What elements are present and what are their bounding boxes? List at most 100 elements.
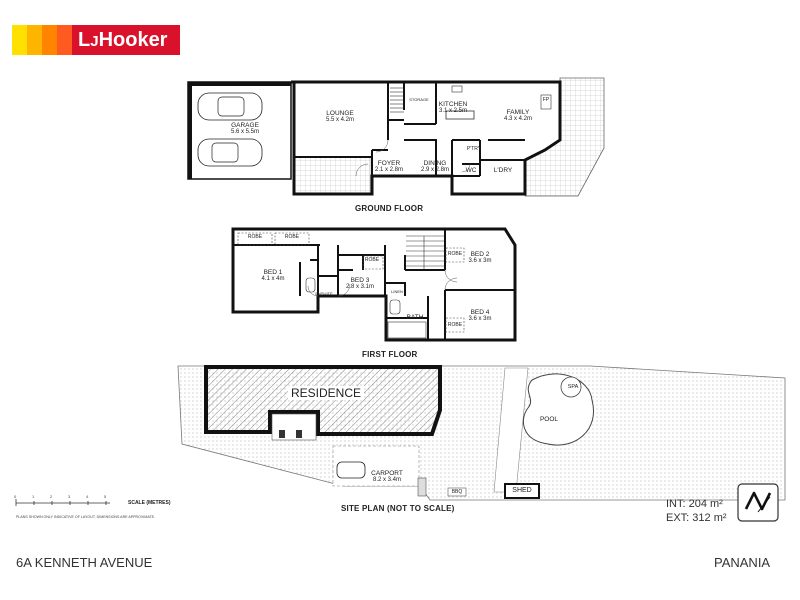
room-fp: FP bbox=[543, 97, 549, 104]
scale-tick: 5 bbox=[104, 494, 107, 499]
scale-tick: 1 bbox=[32, 494, 35, 499]
room-foyer: FOYER 2.1 x 2.8m bbox=[375, 160, 403, 174]
room-storage: STORAGE bbox=[409, 96, 429, 103]
room-name: ROBE bbox=[247, 234, 263, 240]
room-name: LINEN bbox=[391, 289, 403, 294]
logo-name: Hooker bbox=[98, 29, 168, 51]
room-name: DINING bbox=[423, 160, 447, 167]
room-robe-4: ROBE bbox=[448, 251, 462, 258]
room-name: BATH bbox=[406, 314, 424, 321]
logo-letter-l: L bbox=[78, 29, 91, 51]
room-linen: LINEN bbox=[391, 288, 403, 295]
room-name: P'TRY bbox=[466, 146, 482, 152]
room-name: FP bbox=[542, 97, 550, 103]
site-plan-title: SITE PLAN (NOT TO SCALE) bbox=[341, 504, 455, 513]
rear-deck bbox=[524, 77, 605, 197]
room-dim: 3.1 x 2.5m bbox=[438, 108, 467, 114]
room-robe-5: ROBE bbox=[448, 322, 462, 329]
scale-label: SCALE (METRES) bbox=[128, 500, 171, 506]
room-name: ROBE bbox=[364, 257, 380, 263]
room-name: LOUNGE bbox=[326, 110, 354, 117]
room-bed-3: BED 3 2.8 x 3.1m bbox=[346, 277, 374, 291]
disclaimer: PLANS SHOWN ONLY INDICATIVE OF LAYOUT. D… bbox=[16, 515, 156, 519]
property-address: 6A KENNETH AVENUE bbox=[16, 555, 153, 570]
kitchen-island bbox=[445, 110, 475, 120]
room-ensuite: ENSUITE bbox=[315, 290, 332, 297]
first-floor-title: FIRST FLOOR bbox=[362, 350, 418, 359]
ground-floor-walls bbox=[291, 80, 562, 196]
property-suburb: PANANIA bbox=[714, 555, 771, 570]
room-dim: 2.8 x 3.1m bbox=[345, 284, 375, 290]
scale-ticks: 0 1 2 3 4 5 bbox=[12, 494, 112, 500]
carport-label: CARPORT 8.2 x 3.4m bbox=[371, 470, 403, 484]
brand-logo: LJHooker bbox=[12, 25, 180, 55]
room-name: FOYER bbox=[377, 160, 401, 167]
room-family: FAMILY 4.3 x 4.2m bbox=[504, 109, 532, 123]
room-name: BED 3 bbox=[350, 277, 370, 284]
room-dining: DINING 2.9 x 2.8m bbox=[421, 160, 449, 174]
carport-dim: 8.2 x 3.4m bbox=[372, 477, 402, 483]
car-top bbox=[197, 92, 263, 121]
first-floor-plan bbox=[231, 227, 517, 342]
compass-icon bbox=[737, 483, 779, 522]
room-name: ENSUITE bbox=[315, 291, 333, 296]
logo-wordmark: LJHooker bbox=[72, 25, 180, 55]
room-dim: 5.5 x 4.2m bbox=[325, 117, 355, 123]
room-name: BED 4 bbox=[470, 309, 490, 316]
residence-footprint bbox=[204, 365, 442, 436]
room-pantry: P'TRY bbox=[467, 146, 481, 153]
pool-shape bbox=[522, 373, 594, 446]
shed-outline bbox=[504, 483, 540, 499]
room-name: L'DRY bbox=[493, 167, 513, 174]
residence-label: RESIDENCE bbox=[288, 386, 365, 400]
spa-label: SPA bbox=[567, 384, 579, 390]
room-bed-4: BED 4 3.6 x 3m bbox=[468, 309, 491, 323]
spa-shape bbox=[560, 376, 582, 398]
room-dim: 4.1 x 4m bbox=[261, 276, 285, 282]
room-laundry: L'DRY bbox=[494, 167, 512, 174]
room-name: BED 1 bbox=[263, 269, 283, 276]
internal-area: INT: 204 m² bbox=[666, 498, 723, 510]
room-name: GARAGE bbox=[231, 122, 259, 129]
external-area: EXT: 312 m² bbox=[666, 512, 727, 524]
ground-floor-title: GROUND FLOOR bbox=[355, 204, 424, 213]
scale-tick: 4 bbox=[86, 494, 89, 499]
front-porch bbox=[293, 156, 371, 195]
room-robe-1: ROBE bbox=[248, 234, 262, 241]
room-kitchen: KITCHEN 3.1 x 2.5m bbox=[439, 101, 468, 115]
logo-letter-j: J bbox=[90, 33, 99, 50]
room-dim: 2.1 x 2.8m bbox=[374, 167, 404, 173]
room-lounge: LOUNGE 5.5 x 4.2m bbox=[326, 110, 354, 124]
room-dim: 3.6 x 3m bbox=[468, 316, 492, 322]
room-name: BED 2 bbox=[470, 251, 490, 258]
room-name: WC bbox=[465, 167, 477, 174]
scale-bar bbox=[15, 499, 110, 506]
scale-tick: 2 bbox=[50, 494, 53, 499]
room-garage: GARAGE 5.6 x 5.5m bbox=[231, 122, 259, 136]
room-wc: WC bbox=[466, 167, 477, 174]
room-name: KITCHEN bbox=[438, 101, 468, 108]
room-robe-2: ROBE bbox=[285, 234, 299, 241]
room-name: STORAGE bbox=[409, 97, 429, 102]
room-name: ROBE bbox=[284, 234, 300, 240]
pool-label: POOL bbox=[539, 416, 559, 423]
car-bottom bbox=[197, 138, 263, 167]
scale-tick: 0 bbox=[14, 494, 17, 499]
ground-floor-plan bbox=[187, 77, 605, 197]
room-dim: 5.6 x 5.5m bbox=[230, 129, 260, 135]
room-name: FAMILY bbox=[506, 109, 530, 116]
room-dim: 3.6 x 3m bbox=[468, 258, 492, 264]
logo-stripes bbox=[12, 25, 72, 55]
site-plan bbox=[177, 365, 786, 501]
room-dim: 4.3 x 4.2m bbox=[503, 116, 533, 122]
room-name: ROBE bbox=[447, 251, 463, 257]
room-bath: BATH bbox=[407, 314, 424, 321]
room-name: ROBE bbox=[447, 322, 463, 328]
bbq-label: BBQ bbox=[451, 489, 463, 495]
room-bed-2: BED 2 3.6 x 3m bbox=[468, 251, 491, 265]
shed-label: SHED bbox=[512, 487, 532, 494]
room-bed-1: BED 1 4.1 x 4m bbox=[261, 269, 284, 283]
room-robe-3: ROBE bbox=[365, 257, 379, 264]
scale-tick: 3 bbox=[68, 494, 71, 499]
room-dim: 2.9 x 2.8m bbox=[420, 167, 450, 173]
